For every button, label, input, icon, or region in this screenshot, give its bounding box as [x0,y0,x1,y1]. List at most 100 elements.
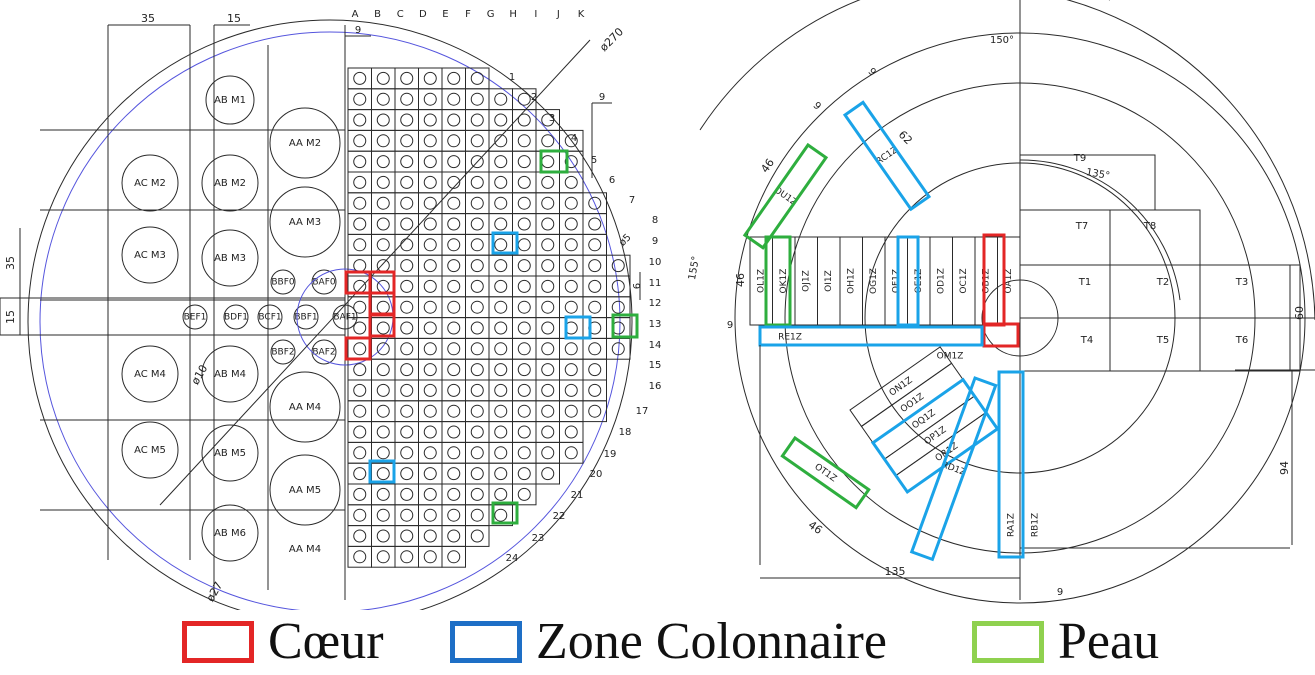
grid-cell [371,233,396,256]
sample-label: RA1Z [1007,513,1017,537]
grid-cell [559,358,584,381]
dim-label: 35 [4,256,17,270]
grid-circle [447,529,461,543]
grid-circle [400,238,414,252]
grid-cell [371,545,396,568]
grid-circle [470,383,484,397]
grid-cell [582,275,607,298]
grid-circle [376,71,390,85]
row-number: 5 [591,155,597,166]
block-label: AB M1 [214,95,246,106]
grid-circle [541,383,555,397]
arc-line [1066,0,1315,321]
grid-circle [400,529,414,543]
grid-circle [611,300,625,314]
legend-swatch-coeur [182,621,254,663]
grid-circle [494,321,508,335]
grid-circle [517,238,531,252]
grid-circle [470,446,484,460]
grid-circle [611,342,625,356]
grid-circle [423,155,437,169]
sample-label: OA1Z [1004,269,1014,294]
grid-cell [582,337,607,360]
grid-circle [353,363,367,377]
tile-grid [1109,317,1201,372]
grid-cell [394,192,419,215]
grid-cell [371,213,396,235]
grid-cell [418,254,443,277]
grid-circle [470,279,484,293]
legend-label-coeur: Cœur [268,613,384,670]
row-number: 10 [649,257,662,268]
tile-label: T5 [1156,335,1169,346]
grid-circle [517,300,531,314]
sample-label: OM1Z [937,352,964,362]
grid-cell [582,358,607,381]
grid-circle [517,342,531,356]
grid-cell [371,504,396,527]
grid-cell [512,192,537,215]
highlight-peau [491,501,519,525]
grid-circle [353,279,367,293]
grid-cell [512,421,537,443]
grid-circle [494,425,508,439]
block-circle [121,154,179,212]
grid-cell [465,337,490,360]
grid-circle [353,155,367,169]
grid-cell [465,379,490,402]
grid-circle [494,113,508,127]
grid-cell [347,483,372,506]
dim-label: 46 [734,273,747,287]
legend-swatch-zone-colonnaire [450,621,522,663]
grid-cell [535,275,560,298]
highlight-zone-colonnaire [368,459,396,484]
column-letter: K [578,9,585,20]
row-number: 16 [649,381,662,392]
grid-cell [535,379,560,402]
sample-label: OG1Z [869,268,879,294]
grid-cell [418,233,443,256]
grid-cell [371,88,396,111]
column-letter: E [442,9,448,20]
grid-circle [423,217,437,231]
grid-circle [353,487,367,501]
tile-grid [1109,264,1201,319]
grid-circle [400,300,414,314]
dim-label: 62 [896,128,915,147]
grid-circle [376,175,390,189]
grid-circle [541,425,555,439]
grid-cell [441,317,466,339]
grid-cell [347,192,372,215]
column-letter: D [419,9,427,20]
row-number: 1 [509,72,515,83]
grid-circle [353,196,367,210]
grid-circle [588,300,602,314]
grid-cell [418,504,443,527]
grid-circle [353,175,367,189]
grid-circle [541,155,555,169]
tile-grid [1199,264,1301,319]
dim-label: 9 [355,25,361,36]
block-label: AA M3 [289,217,321,228]
tile-label: T4 [1080,335,1093,346]
grid-cell [347,233,372,256]
grid-circle [423,425,437,439]
grid-cell [394,462,419,485]
block-label: AA M5 [289,485,321,496]
grid-cell [582,233,607,256]
grid-cell [371,67,396,90]
grid-circle [447,467,461,481]
grid-circle [423,321,437,335]
row-number: 6 [609,175,615,186]
grid-cell [559,337,584,360]
grid-circle [611,279,625,293]
grid-circle [423,279,437,293]
grid-cell [418,337,443,360]
legend: Cœur Zone Colonnaire Peau [0,612,1315,672]
row-number: 9 [652,236,658,247]
grid-circle [447,71,461,85]
small-circle [270,339,296,365]
sample-group-rc1z: RC1Z [842,100,932,212]
grid-circle [494,134,508,148]
